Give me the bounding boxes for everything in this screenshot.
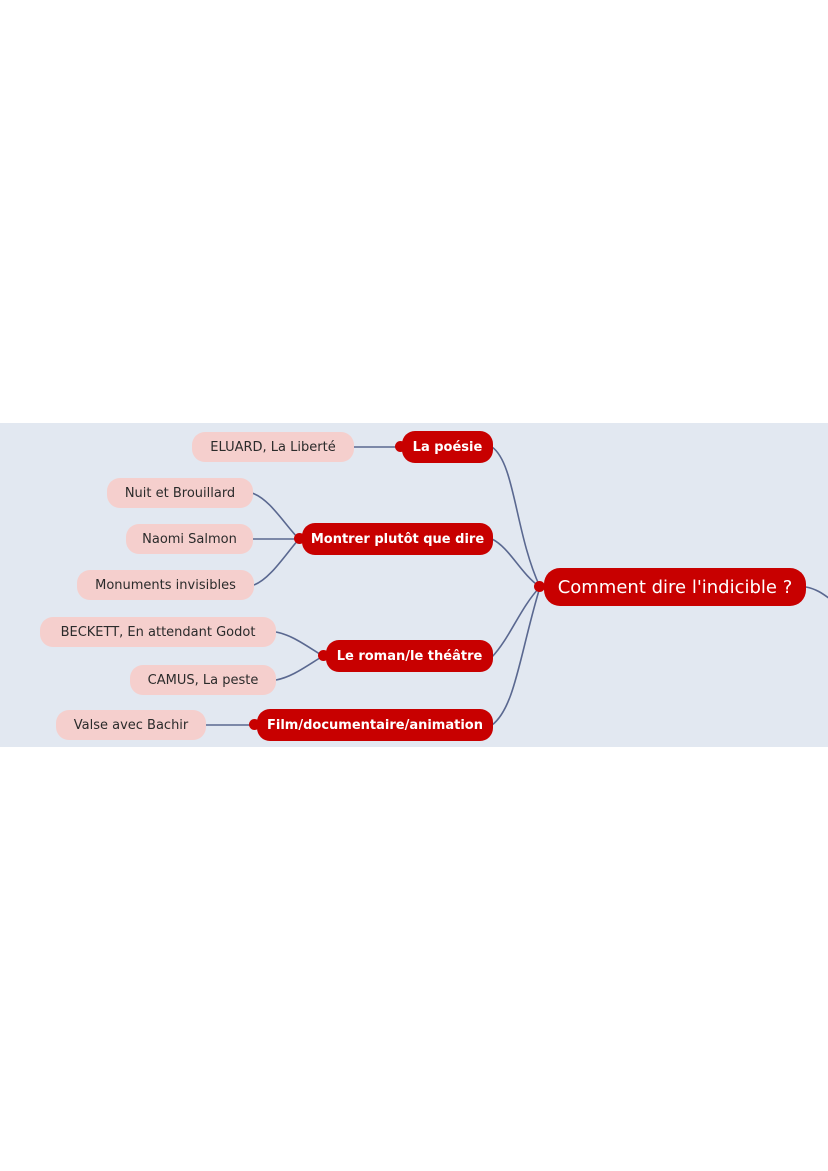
mind-map-canvas: Comment dire l'indicible ? La poésie Mon… xyxy=(0,423,828,747)
leaf-label: Naomi Salmon xyxy=(142,531,237,547)
leaf-node-valse-avec-bachir[interactable]: Valse avec Bachir xyxy=(56,710,206,740)
connector-roman-beckett xyxy=(275,631,324,657)
leaf-node-monuments-invisibles[interactable]: Monuments invisibles xyxy=(77,570,254,600)
branch-node-montrer[interactable]: Montrer plutôt que dire xyxy=(302,523,493,555)
branch-node-film[interactable]: Film/documentaire/animation xyxy=(257,709,493,741)
root-node-anchor xyxy=(534,581,545,592)
connector-roman-camus xyxy=(275,655,324,681)
leaf-node-camus[interactable]: CAMUS, La peste xyxy=(130,665,276,695)
branch-poesie-anchor xyxy=(395,441,406,452)
connector-root-roman xyxy=(491,586,541,658)
connector-root-montrer xyxy=(491,538,541,588)
connector-root-poesie xyxy=(491,446,541,588)
leaf-label: BECKETT, En attendant Godot xyxy=(60,624,256,640)
leaf-node-eluard[interactable]: ELUARD, La Liberté xyxy=(192,432,354,462)
branch-label: Film/documentaire/animation xyxy=(267,717,483,733)
connector-montrer-monuments xyxy=(253,538,300,586)
branch-montrer-anchor xyxy=(294,533,305,544)
branch-label: Le roman/le théâtre xyxy=(336,648,483,664)
leaf-label: Nuit et Brouillard xyxy=(124,485,236,501)
branch-node-poesie[interactable]: La poésie xyxy=(402,431,493,463)
branch-label: Montrer plutôt que dire xyxy=(310,531,485,547)
branch-label: La poésie xyxy=(412,439,483,455)
leaf-label: Valse avec Bachir xyxy=(73,717,189,733)
leaf-label: ELUARD, La Liberté xyxy=(210,439,336,455)
branch-film-anchor xyxy=(249,719,260,730)
connector-montrer-nuit xyxy=(251,492,300,540)
connector-root-film xyxy=(491,586,541,726)
leaf-node-naomi-salmon[interactable]: Naomi Salmon xyxy=(126,524,253,554)
leaf-label: Monuments invisibles xyxy=(95,577,236,593)
leaf-node-beckett[interactable]: BECKETT, En attendant Godot xyxy=(40,617,276,647)
leaf-label: CAMUS, La peste xyxy=(147,672,259,688)
connector-root-offscreen xyxy=(805,586,828,599)
leaf-node-nuit-et-brouillard[interactable]: Nuit et Brouillard xyxy=(107,478,253,508)
branch-node-roman[interactable]: Le roman/le théâtre xyxy=(326,640,493,672)
root-node[interactable]: Comment dire l'indicible ? xyxy=(544,568,806,606)
branch-roman-anchor xyxy=(318,650,329,661)
root-node-label: Comment dire l'indicible ? xyxy=(557,576,793,598)
